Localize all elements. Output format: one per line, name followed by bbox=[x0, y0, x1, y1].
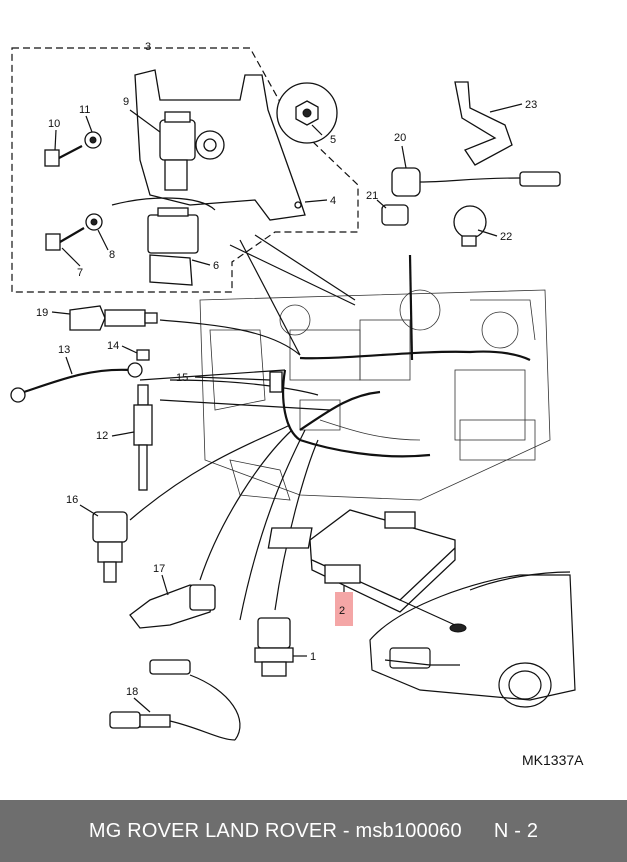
callout-14: 14 bbox=[107, 340, 119, 352]
callout-10: 10 bbox=[48, 118, 60, 130]
callout-23: 23 bbox=[525, 99, 537, 111]
part-6-relay bbox=[147, 207, 199, 286]
callout-2-highlight bbox=[335, 592, 353, 626]
callout-22: 22 bbox=[500, 231, 512, 243]
part-9-sensor bbox=[159, 111, 225, 191]
callout-16: 16 bbox=[66, 494, 78, 506]
car-outline bbox=[369, 571, 576, 708]
part-16-temperature-sender bbox=[92, 511, 128, 583]
part-11-washer bbox=[84, 131, 102, 149]
callout-11: 11 bbox=[79, 104, 90, 116]
group-3-dashed-box bbox=[11, 47, 359, 293]
part-7-bolt bbox=[45, 227, 85, 251]
callout-9: 9 bbox=[123, 96, 129, 108]
callout-15: 15 bbox=[176, 372, 188, 384]
part-8-washer bbox=[85, 213, 103, 231]
callout-3: 3 bbox=[145, 41, 151, 53]
part-21-clip bbox=[381, 204, 409, 226]
part-2-ecu bbox=[267, 509, 456, 613]
wiring-harness bbox=[282, 254, 531, 458]
callout-19: 19 bbox=[36, 307, 48, 319]
callout-5: 5 bbox=[330, 134, 336, 146]
parts-diagram: 3 9 10 11 5 4 8 7 6 23 20 21 22 19 13 14… bbox=[10, 41, 584, 768]
part-14-nut bbox=[136, 349, 150, 361]
callout-8: 8 bbox=[109, 249, 115, 261]
callout-4: 4 bbox=[330, 195, 336, 207]
part-18-sensor bbox=[109, 659, 241, 741]
part-19-sensor bbox=[69, 305, 158, 331]
footer-brand-text: MG ROVER LAND ROVER - msb100060 bbox=[88, 819, 462, 842]
footer-bar: MG ROVER LAND ROVER - msb100060 N - 2 bbox=[0, 800, 627, 862]
callout-21: 21 bbox=[366, 190, 378, 202]
part-5-nut bbox=[276, 82, 338, 144]
callout-6: 6 bbox=[213, 260, 219, 272]
callout-20: 20 bbox=[394, 132, 406, 144]
part-22-bolt bbox=[453, 205, 487, 247]
part-12-glow-plug bbox=[133, 384, 153, 491]
part-17-sensor bbox=[129, 584, 216, 629]
callout-12: 12 bbox=[96, 430, 108, 442]
callout-13: 13 bbox=[58, 344, 70, 356]
footer-page-label: N - 2 bbox=[493, 819, 539, 842]
part-23-bracket bbox=[454, 81, 513, 166]
callout-2: 2 bbox=[339, 605, 345, 617]
part-10-bolt bbox=[44, 145, 83, 167]
callout-labels: 3 9 10 11 5 4 8 7 6 23 20 21 22 19 13 14… bbox=[36, 41, 584, 768]
engine-bay bbox=[199, 289, 551, 501]
callout-1: 1 bbox=[310, 651, 316, 663]
part-13-earth-strap bbox=[10, 362, 143, 403]
part-20-sensor bbox=[391, 167, 561, 197]
callout-18: 18 bbox=[126, 686, 138, 698]
diagram-reference-code: MK1337A bbox=[522, 752, 584, 768]
callout-17: 17 bbox=[153, 563, 165, 575]
callout-7: 7 bbox=[77, 267, 83, 279]
part-1-pressure-switch bbox=[254, 617, 294, 677]
